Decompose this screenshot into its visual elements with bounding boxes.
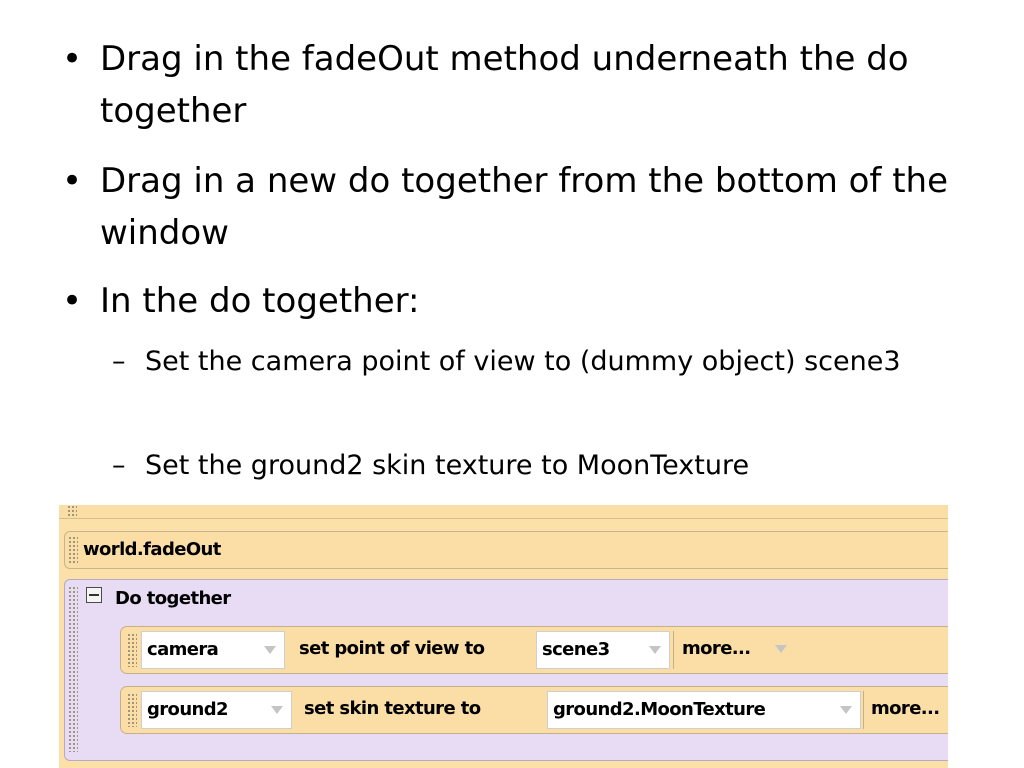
camera-statement[interactable]: camera set point of view to scene3 more.… — [120, 626, 948, 674]
chevron-down-icon — [271, 706, 283, 714]
bullet-glyph: • — [62, 161, 83, 201]
scene3-value-dropdown[interactable]: scene3 — [536, 631, 670, 669]
separator — [673, 631, 674, 669]
camera-object-dropdown[interactable]: camera — [141, 631, 285, 669]
chevron-down-icon — [840, 706, 852, 714]
ground2-object-dropdown[interactable]: ground2 — [141, 691, 292, 729]
sub-bullet-glyph: – — [112, 450, 126, 481]
method-label: set point of view to — [299, 638, 485, 659]
more-label: more... — [871, 698, 940, 719]
previous-statement-strip — [59, 505, 948, 519]
object-name: camera — [147, 639, 219, 660]
do-together-block[interactable]: Do together camera set point of view to … — [64, 579, 948, 761]
drag-grip[interactable] — [68, 586, 78, 752]
more-dropdown[interactable]: more... — [677, 631, 801, 669]
drag-grip[interactable] — [68, 536, 78, 564]
chevron-down-icon — [649, 646, 661, 654]
bullet-glyph: • — [62, 39, 83, 79]
bullet-text: Drag in the fadeOut method underneath th… — [100, 39, 909, 131]
sub-bullet-text: Set the ground2 skin texture to MoonText… — [145, 450, 750, 481]
collapse-minus-icon[interactable] — [86, 587, 102, 603]
drag-grip[interactable] — [127, 633, 137, 667]
moontexture-value-dropdown[interactable]: ground2.MoonTexture — [547, 691, 861, 729]
fadeout-statement[interactable]: world.fadeOut — [64, 531, 948, 569]
value-name: ground2.MoonTexture — [553, 699, 766, 720]
sub-bullet-2: – Set the ground2 skin texture to MoonTe… — [0, 446, 1024, 486]
method-label: set skin texture to — [304, 698, 481, 719]
bullet-2: • Drag in a new do together from the bot… — [0, 155, 1024, 259]
code-editor-panel: world.fadeOut Do together camera set poi… — [59, 505, 948, 768]
bullet-1: • Drag in the fadeOut method underneath … — [0, 33, 1024, 137]
bullet-text: In the do together: — [100, 281, 420, 321]
chevron-down-icon — [775, 645, 787, 653]
more-dropdown[interactable]: more... — [866, 691, 948, 729]
ground2-statement[interactable]: ground2 set skin texture to ground2.Moon… — [120, 686, 948, 734]
value-name: scene3 — [542, 639, 610, 660]
bullet-3: • In the do together: — [0, 275, 1024, 327]
more-label: more... — [682, 638, 751, 659]
sub-bullet-glyph: – — [112, 346, 126, 377]
drag-grip[interactable] — [127, 693, 137, 727]
fadeout-label: world.fadeOut — [83, 539, 221, 560]
sub-bullet-1: – Set the camera point of view to (dummy… — [0, 342, 1024, 422]
chevron-down-icon — [264, 646, 276, 654]
separator — [863, 691, 864, 729]
drag-grip[interactable] — [67, 505, 77, 517]
bullet-text: Drag in a new do together from the botto… — [100, 161, 949, 253]
do-together-label: Do together — [115, 588, 231, 609]
object-name: ground2 — [147, 699, 229, 720]
sub-bullet-text: Set the camera point of view to (dummy o… — [145, 346, 901, 377]
bullet-glyph: • — [62, 281, 83, 321]
